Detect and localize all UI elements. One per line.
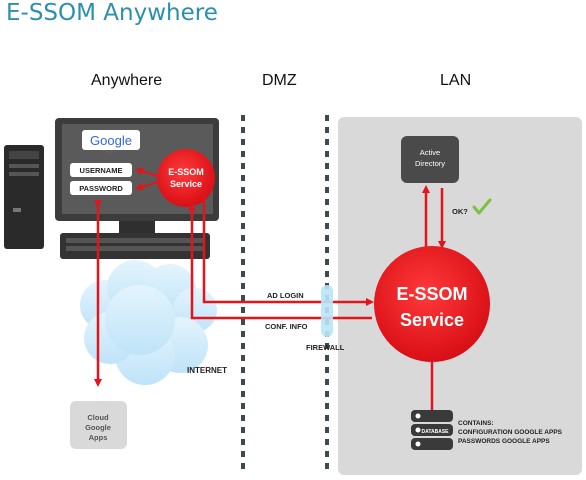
page-title: E-SSOM Anywhere: [6, 0, 218, 26]
zone-label-lan: LAN: [440, 72, 472, 89]
password-label: PASSWORD: [79, 184, 123, 193]
active-directory-line1: Active: [420, 148, 440, 157]
check-icon: [472, 198, 492, 215]
ok-label: OK?: [452, 207, 468, 216]
main-essom-service-circle: [374, 246, 490, 362]
local-service-line2: Service: [170, 179, 202, 189]
firewall-label: FIREWALL: [306, 343, 345, 352]
zone-label-anywhere: Anywhere: [91, 72, 163, 89]
arrow-ad-login: [202, 192, 374, 306]
contains-line2: PASSWORDS GOOGLE APPS: [458, 438, 550, 445]
cloud-apps-line3: Apps: [89, 433, 108, 442]
database-icon: [411, 410, 453, 450]
database-label: DATABASE: [421, 429, 449, 435]
main-service-line1: E-SSOM: [396, 284, 467, 304]
username-field[interactable]: [70, 163, 132, 177]
conf-info-label: CONF. INFO: [265, 322, 308, 331]
ad-login-label: AD LOGIN: [267, 291, 304, 300]
google-logo-text: Google: [90, 133, 132, 148]
password-field[interactable]: [70, 181, 132, 195]
google-logo-box: [82, 130, 140, 150]
google-apps-subtext: Apps: [106, 149, 115, 154]
main-service-line2: Service: [400, 310, 464, 330]
local-service-line1: E-SSOM: [168, 167, 204, 177]
contains-title: CONTAINS:: [458, 420, 494, 427]
cloud-google-apps-box: [70, 401, 127, 449]
cloud-apps-line2: Google: [85, 423, 111, 432]
cloud-apps-line1: Cloud: [87, 413, 109, 422]
active-directory-line2: Directory: [415, 159, 445, 168]
desktop-tower-icon: [4, 145, 44, 249]
active-directory-box: [401, 136, 459, 183]
local-essom-service-circle: [157, 149, 215, 207]
contains-line1: CONFIGURATION GOOGLE APPS: [458, 429, 563, 436]
arrow-conf-info: [188, 203, 372, 320]
username-label: USERNAME: [80, 166, 123, 175]
firewall-icon: [321, 285, 333, 337]
arrow-to-password: [135, 181, 159, 191]
internet-label: INTERNET: [187, 366, 227, 375]
zone-label-dmz: DMZ: [262, 72, 297, 89]
arrow-to-username: [135, 167, 159, 177]
